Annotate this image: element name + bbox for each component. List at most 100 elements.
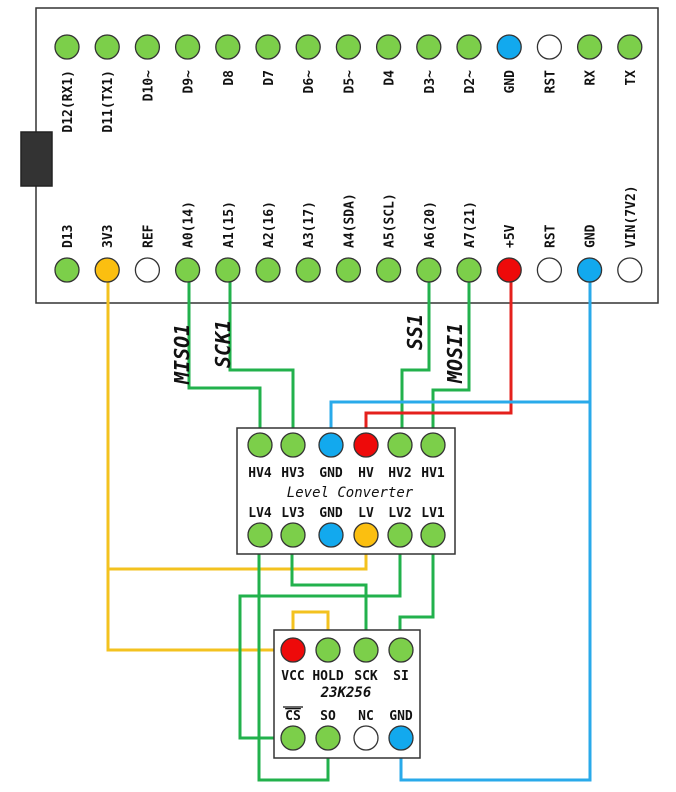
board-bottom-label-a6-20-9: A6(20) xyxy=(423,201,438,248)
usb-connector xyxy=(20,131,53,187)
wire-sck1 xyxy=(228,270,295,445)
chip-bottom-label-gnd: GND xyxy=(389,709,413,724)
board-bottom-label-ref-2: REF xyxy=(141,224,156,248)
board-top-pin-d3-9 xyxy=(416,34,442,60)
board-bottom-label-a5-scl-8: A5(SCL) xyxy=(383,193,398,248)
board-bottom-pin-a2-16-5 xyxy=(255,257,281,283)
board-top-pin-d4-8 xyxy=(375,34,402,60)
board-bottom-label-a7-21-10: A7(21) xyxy=(463,201,478,248)
board-bottom-label-rst-12: RST xyxy=(543,224,558,248)
board-bottom-pin-a5-scl-8 xyxy=(375,257,402,283)
board-top-pin-d10-2 xyxy=(134,34,161,60)
board-bottom-pin-5v-11 xyxy=(496,257,522,283)
level-converter-outline xyxy=(236,427,456,555)
lc-label-hv2-4: HV2 xyxy=(388,466,411,481)
chip-bottom-pin-nc xyxy=(353,725,379,751)
chip-pin-hold xyxy=(315,637,341,663)
wire-mosi1 xyxy=(431,270,471,445)
chip-label-vcc: VCC xyxy=(281,669,304,684)
board-bottom-label-a4-sda-7: A4(SDA) xyxy=(342,193,357,248)
chip-pin-vcc xyxy=(280,637,306,663)
lc-lv-pin-lv-3 xyxy=(353,522,379,548)
lc-lv-label-lv3-1: LV3 xyxy=(281,506,304,521)
lc-lv-label-lv1-5: LV1 xyxy=(421,506,445,521)
lc-lv-pin-lv1-5 xyxy=(420,522,446,548)
board-top-pin-d6-6 xyxy=(295,34,321,60)
lc-lv-pin-lv3-1 xyxy=(280,522,306,548)
lc-lv-label-lv2-4: LV2 xyxy=(388,506,411,521)
board-top-pin-rst-12 xyxy=(536,34,563,60)
board-bottom-label-a0-14-3: A0(14) xyxy=(182,201,197,248)
board-top-label-d5-7: D5~ xyxy=(342,70,357,94)
board-bottom-pin-rst-12 xyxy=(536,257,563,283)
board-top-pin-gnd-11 xyxy=(496,34,522,60)
board-top-pin-tx-14 xyxy=(617,34,643,60)
board-bottom-label-a1-15-4: A1(15) xyxy=(222,201,237,248)
board-bottom-pin-a3-17-6 xyxy=(295,257,321,283)
chip-label-sck: SCK xyxy=(354,669,378,684)
wire-lv3-sck xyxy=(290,535,368,650)
board-top-label-d9-3: D9~ xyxy=(182,70,197,94)
board-top-pin-d12-rx1-0 xyxy=(54,34,80,60)
board-bottom-label-a2-16-5: A2(16) xyxy=(262,201,277,248)
chip-label-hold: HOLD xyxy=(312,669,343,684)
chip-bottom-pin-so xyxy=(315,725,341,751)
lc-label-hv4-0: HV4 xyxy=(248,466,272,481)
lc-lv-label-gnd-2: GND xyxy=(319,506,343,521)
board-top-label-d2-10: D2~ xyxy=(463,70,478,94)
board-top-pin-d5-7 xyxy=(335,34,362,60)
board-bottom-pin-3v3-1 xyxy=(94,257,120,283)
board-top-pin-d11-tx1-1 xyxy=(94,34,120,60)
lc-pin-hv3-1 xyxy=(280,432,306,458)
signal-label-mosi1: MOSI1 xyxy=(443,323,467,384)
board-bottom-pin-d13-0 xyxy=(54,257,80,283)
lc-lv-pin-lv4-0 xyxy=(247,522,273,548)
board-bottom-pin-a6-20-9 xyxy=(416,257,442,283)
wire-gnd-hv xyxy=(329,270,592,445)
chip-title: 23K256 xyxy=(320,685,372,701)
board-bottom-pin-a7-21-10 xyxy=(456,257,482,283)
lc-pin-hv2-4 xyxy=(387,432,413,458)
wire-miso1 xyxy=(187,270,262,445)
board-top-label-tx-14: TX xyxy=(624,70,639,86)
wire-lv4-so xyxy=(257,535,330,782)
board-top-label-d6-6: D6~ xyxy=(302,70,317,94)
signal-label-ss1: SS1 xyxy=(403,314,427,350)
lc-label-hv1-5: HV1 xyxy=(421,466,445,481)
chip-pin-sck xyxy=(353,637,379,663)
board-top-label-d3-9: D3~ xyxy=(423,70,438,94)
board-bottom-label-a3-17-6: A3(17) xyxy=(302,201,317,248)
lc-label-gnd-2: GND xyxy=(319,466,343,481)
lc-pin-hv4-0 xyxy=(247,432,273,458)
lc-lv-pin-gnd-2 xyxy=(318,522,344,548)
wire-ss1 xyxy=(400,270,431,445)
chip-bottom-label-nc: NC xyxy=(358,709,374,724)
chip-bottom-label-so: SO xyxy=(320,709,336,724)
chip-bottom-pin-gnd xyxy=(388,725,414,751)
lc-label-hv3-1: HV3 xyxy=(281,466,304,481)
chip-bottom-pin-cs xyxy=(280,725,306,751)
board-bottom-label-d13-0: D13 xyxy=(61,225,76,248)
board-bottom-label-gnd-13: GND xyxy=(584,224,599,248)
board-top-label-d12-rx1-0: D12(RX1) xyxy=(61,70,76,133)
signal-label-miso1: MISO1 xyxy=(170,324,194,385)
board-top-pin-d7-5 xyxy=(255,34,281,60)
board-bottom-pin-a1-15-4 xyxy=(215,257,241,283)
board-top-label-d11-tx1-1: D11(TX1) xyxy=(101,70,116,133)
lc-pin-gnd-2 xyxy=(318,432,344,458)
board-top-label-gnd-11: GND xyxy=(503,70,518,94)
lc-lv-pin-lv2-4 xyxy=(387,522,413,548)
board-bottom-pin-vin-7v2-14 xyxy=(617,257,643,283)
wire-3v3-vcc xyxy=(106,270,293,652)
board-top-pin-rx-13 xyxy=(576,34,603,60)
lc-pin-hv-3 xyxy=(353,432,379,458)
board-top-pin-d9-3 xyxy=(174,34,201,60)
board-top-pin-d8-4 xyxy=(215,34,241,60)
lc-label-hv-3: HV xyxy=(358,466,374,481)
chip-bottom-label-cs: CS xyxy=(285,709,301,724)
board-top-label-d8-4: D8 xyxy=(222,70,237,86)
board-bottom-label-3v3-1: 3V3 xyxy=(101,225,116,248)
board-top-label-rx-13: RX xyxy=(584,70,599,86)
board-top-label-d7-5: D7 xyxy=(262,70,277,86)
